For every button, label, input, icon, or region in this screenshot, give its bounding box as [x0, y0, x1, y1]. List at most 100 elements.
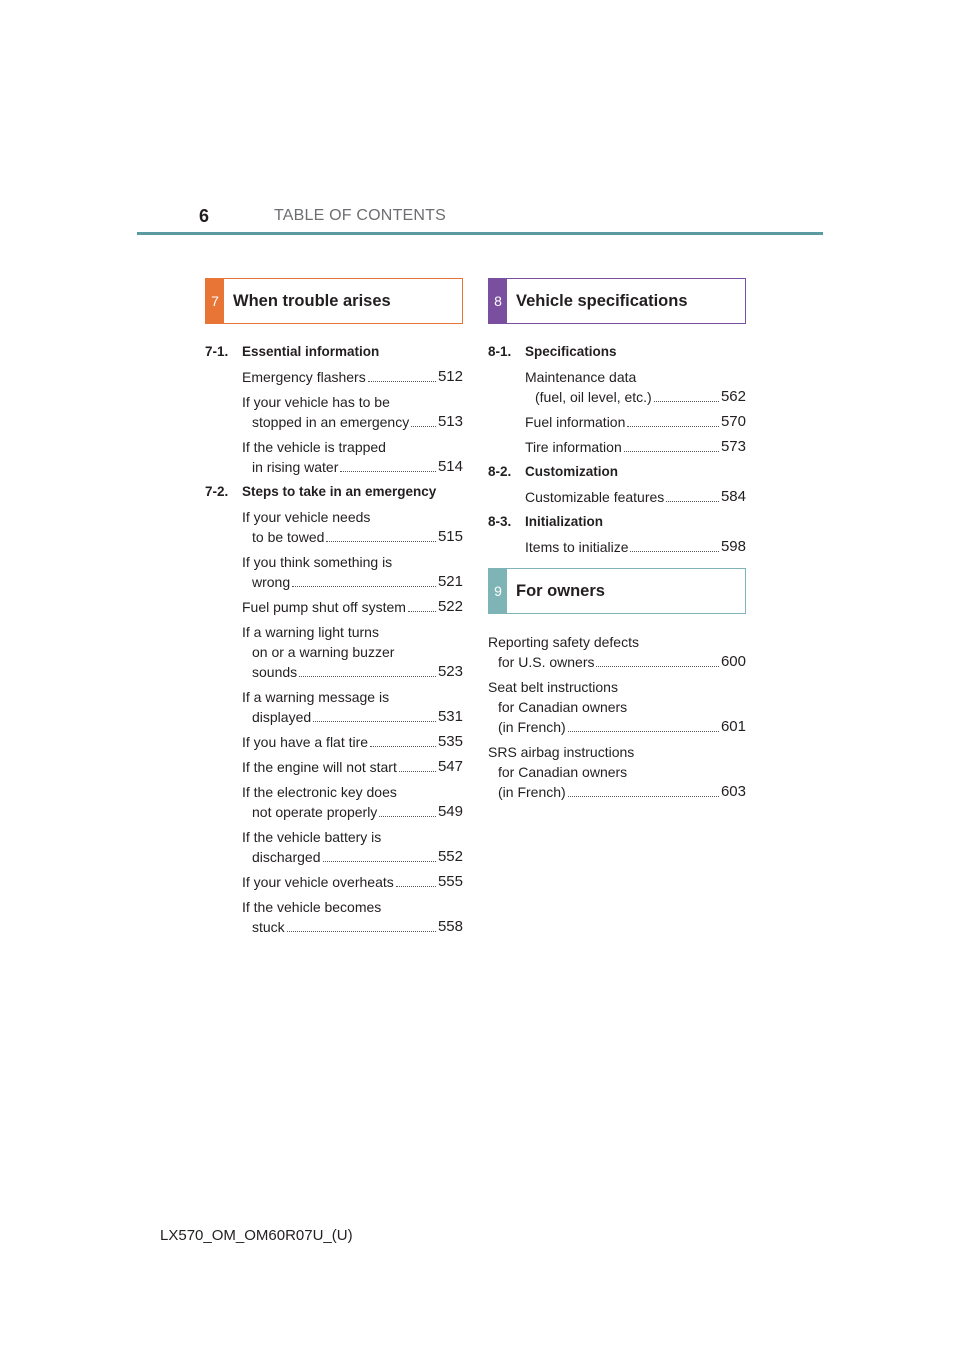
- toc-entry-last-line: Items to initialize 598: [525, 537, 746, 557]
- toc-entry-text: If you think something is: [242, 554, 393, 570]
- page-ref: 521: [437, 573, 463, 590]
- leader-dots: [398, 757, 436, 772]
- toc-entry-text: If a warning light turns: [242, 624, 379, 640]
- toc-entry-text: Tire information: [525, 439, 622, 455]
- leader-dots: [411, 412, 436, 427]
- toc-entry-text: If the vehicle is trapped: [242, 439, 386, 455]
- toc-entry-text: SRS airbag instructions: [488, 744, 635, 760]
- subsection-heading[interactable]: 7-1.Essential information: [205, 342, 463, 362]
- page-ref: 598: [720, 538, 746, 555]
- toc-entry-text: on or a warning buzzer: [252, 644, 395, 660]
- subsection-heading[interactable]: 8-3.Initialization: [488, 512, 746, 532]
- section-tab-8: 8: [489, 279, 507, 323]
- page-ref: 531: [437, 708, 463, 725]
- section-tab-9: 9: [489, 569, 507, 613]
- page-ref: 522: [437, 598, 463, 615]
- leader-dots: [567, 782, 719, 797]
- subsection-heading[interactable]: 8-2.Customization: [488, 462, 746, 482]
- page-ref: 535: [437, 733, 463, 750]
- toc-entry-text: Emergency flashers: [242, 369, 366, 385]
- subsection-title: Initialization: [525, 514, 604, 529]
- header-rule: [137, 232, 823, 235]
- leader-dots: [299, 662, 436, 677]
- subsection-number: 7-2.: [205, 484, 229, 499]
- leader-dots: [627, 412, 719, 427]
- toc-entry[interactable]: If a warning light turns on or a warning …: [205, 622, 463, 682]
- toc-entry-text: discharged: [252, 849, 321, 865]
- page-ref: 513: [437, 413, 463, 430]
- toc-entry[interactable]: Maintenance data (fuel, oil level, etc.) 5…: [488, 367, 746, 407]
- toc-entry[interactable]: Items to initialize 598: [488, 537, 746, 557]
- toc-entry-text: sounds: [252, 664, 298, 680]
- page-number: 6: [199, 206, 210, 226]
- toc-entry-text: Maintenance data: [525, 369, 637, 385]
- toc-entry-last-line: stopped in an emergency 513: [242, 412, 463, 432]
- page-ref: 558: [437, 918, 463, 935]
- leader-dots: [313, 707, 436, 722]
- page-ref: 549: [437, 803, 463, 820]
- toc-column-left: 7 When trouble arises 7-1.Essential info…: [205, 278, 463, 937]
- toc-entry-last-line: (in French)601: [488, 717, 746, 737]
- subsection-title: Essential information: [242, 344, 380, 359]
- toc-entry-last-line: displayed 531: [242, 707, 463, 727]
- toc-entry-text: not operate properly: [252, 804, 378, 820]
- toc-entry-last-line: (in French)603: [488, 782, 746, 802]
- toc-entry-text: Items to initialize: [525, 539, 629, 555]
- document-code: LX570_OM_OM60R07U_(U): [160, 1227, 353, 1244]
- toc-entry[interactable]: If the vehicle is trapped in rising water…: [205, 437, 463, 477]
- toc-entry-last-line: not operate properly 549: [242, 802, 463, 822]
- page-ref: 555: [437, 873, 463, 890]
- leader-dots: [630, 537, 719, 552]
- leader-dots: [623, 437, 719, 452]
- leader-dots: [367, 367, 436, 382]
- toc-entry-text: (fuel, oil level, etc.): [535, 389, 652, 405]
- page-ref: 562: [720, 388, 746, 405]
- subsection-heading[interactable]: 8-1.Specifications: [488, 342, 746, 362]
- section-header-9: 9 For owners: [488, 568, 746, 614]
- toc-entry-text: in rising water: [252, 459, 339, 475]
- page-ref: 515: [437, 528, 463, 545]
- page-ref: 514: [437, 458, 463, 475]
- toc-entry-last-line: (fuel, oil level, etc.) 562: [525, 387, 746, 407]
- toc-entry-text: If the vehicle becomes: [242, 899, 382, 915]
- subsection-title: Steps to take in an emergency: [242, 484, 437, 499]
- toc-entry-text: (in French): [498, 784, 566, 800]
- section-title-8: Vehicle specifications: [516, 291, 688, 310]
- toc-entry-text: Seat belt instructions: [488, 679, 618, 695]
- toc-entry-text: stopped in an emergency: [252, 414, 410, 430]
- leader-dots: [340, 457, 436, 472]
- page-ref: 600: [720, 653, 746, 670]
- subsection-heading[interactable]: 7-2. Steps to take in an emergency: [205, 482, 463, 502]
- leader-dots: [395, 872, 436, 887]
- leader-dots: [292, 572, 436, 587]
- toc-entry-text: If your vehicle needs: [242, 509, 371, 525]
- toc-entry-text: displayed: [252, 709, 312, 725]
